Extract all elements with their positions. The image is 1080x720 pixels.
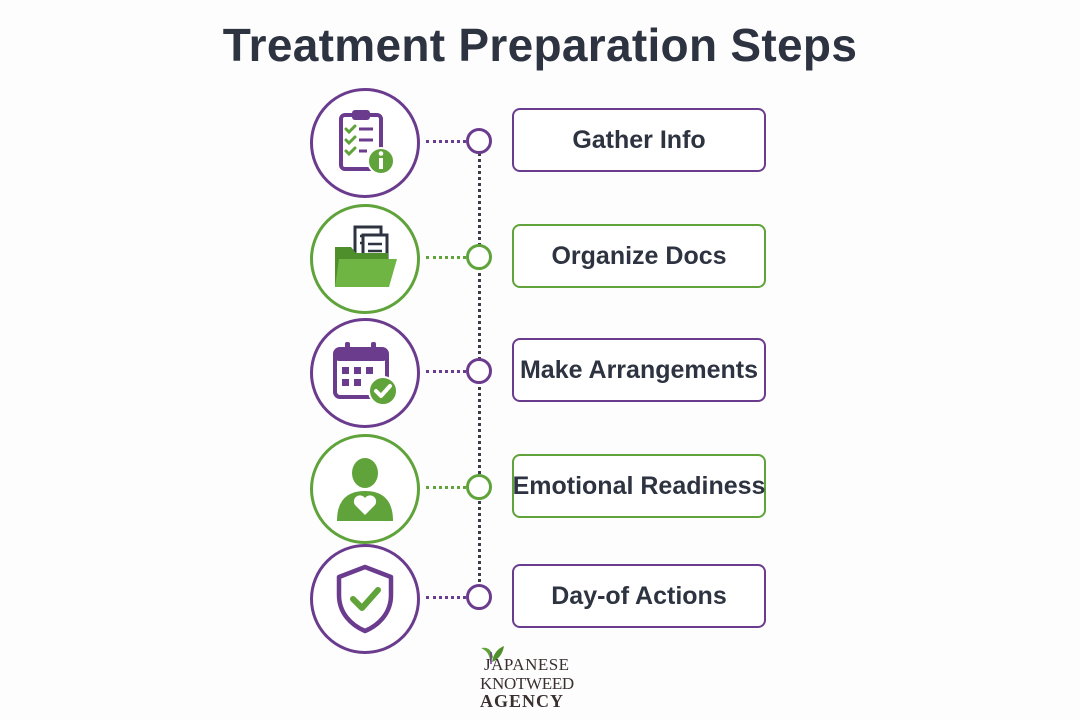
calendar-check-icon (310, 318, 420, 428)
connector-line (426, 140, 466, 143)
connector-line (426, 256, 466, 259)
step-label: Emotional Readiness (512, 454, 766, 518)
timeline-node (466, 358, 492, 384)
step-label: Day-of Actions (512, 564, 766, 628)
clipboard-info-icon (310, 88, 420, 198)
timeline-node (466, 128, 492, 154)
folder-documents-icon (310, 204, 420, 314)
step-label: Gather Info (512, 108, 766, 172)
page-title: Treatment Preparation Steps (222, 19, 858, 71)
step-label: Organize Docs (512, 224, 766, 288)
logo-text-line1: JAPANESE (484, 655, 570, 674)
timeline-node (466, 584, 492, 610)
logo-text-line2: KNOTWEED (480, 674, 574, 693)
step-organize-docs: Organize Docs (0, 204, 1080, 320)
step-gather-info: Gather Info (0, 88, 1080, 204)
shield-check-icon (310, 544, 420, 654)
connector-line (426, 370, 466, 373)
step-emotional-readiness: Emotional Readiness (0, 434, 1080, 550)
person-heart-icon (310, 434, 420, 544)
connector-line (426, 486, 466, 489)
connector-line (426, 596, 466, 599)
company-logo: JAPANESE KNOTWEED AGENCY (478, 642, 608, 712)
step-make-arrangements: Make Arrangements (0, 318, 1080, 434)
logo-text-line3: AGENCY (480, 691, 565, 711)
timeline-node (466, 474, 492, 500)
step-label: Make Arrangements (512, 338, 766, 402)
step-day-of-actions: Day-of Actions (0, 544, 1080, 660)
timeline-node (466, 244, 492, 270)
leaf-icon (481, 646, 504, 664)
